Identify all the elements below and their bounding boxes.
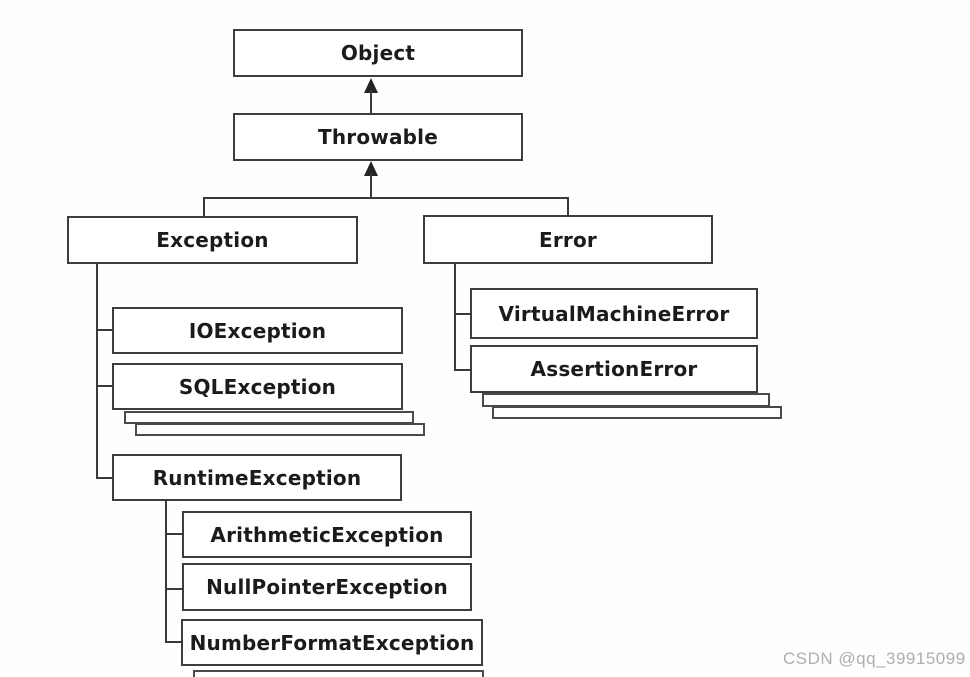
tie-sql-exception — [96, 385, 113, 387]
node-object: Object — [233, 29, 523, 77]
node-arithmetic-exception: ArithmeticException — [182, 511, 472, 558]
tie-number-format-exception — [165, 641, 183, 643]
error-more-subclasses-box-1 — [482, 393, 770, 407]
node-sql-exception: SQLException — [112, 363, 403, 410]
tie-io-exception — [96, 329, 113, 331]
tie-runtime-exception — [96, 477, 113, 479]
node-io-exception: IOException — [112, 307, 403, 354]
exception-children-spine — [96, 262, 98, 479]
connector-throwable-to-object — [370, 90, 372, 114]
connector-drop-to-exception — [203, 197, 205, 217]
node-virtual-machine-error: VirtualMachineError — [470, 288, 758, 339]
csdn-watermark: CSDN @qq_39915099 — [783, 649, 966, 668]
node-error: Error — [423, 215, 713, 264]
exception-more-subclasses-box-2 — [135, 423, 425, 436]
tie-assertion-error — [454, 369, 471, 371]
tie-arithmetic-exception — [165, 533, 183, 535]
node-exception: Exception — [67, 216, 358, 264]
arrowhead-throwable-to-object — [364, 78, 378, 93]
node-throwable: Throwable — [233, 113, 523, 161]
connector-drop-to-error — [567, 197, 569, 216]
tie-virtual-machine-error — [454, 313, 471, 315]
arrowhead-split-to-throwable — [364, 161, 378, 176]
error-children-spine — [454, 263, 456, 371]
node-number-format-exception: NumberFormatException — [181, 619, 483, 666]
error-more-subclasses-box-2 — [492, 406, 782, 419]
runtime-children-spine — [165, 499, 167, 643]
node-runtime-exception: RuntimeException — [112, 454, 402, 501]
connector-split-to-throwable — [370, 173, 372, 199]
tie-null-pointer-exception — [165, 588, 183, 590]
runtime-more-subclasses-box-cutoff — [193, 670, 484, 677]
node-assertion-error: AssertionError — [470, 345, 758, 393]
connector-split-horizontal — [203, 197, 569, 199]
node-null-pointer-exception: NullPointerException — [182, 563, 472, 611]
